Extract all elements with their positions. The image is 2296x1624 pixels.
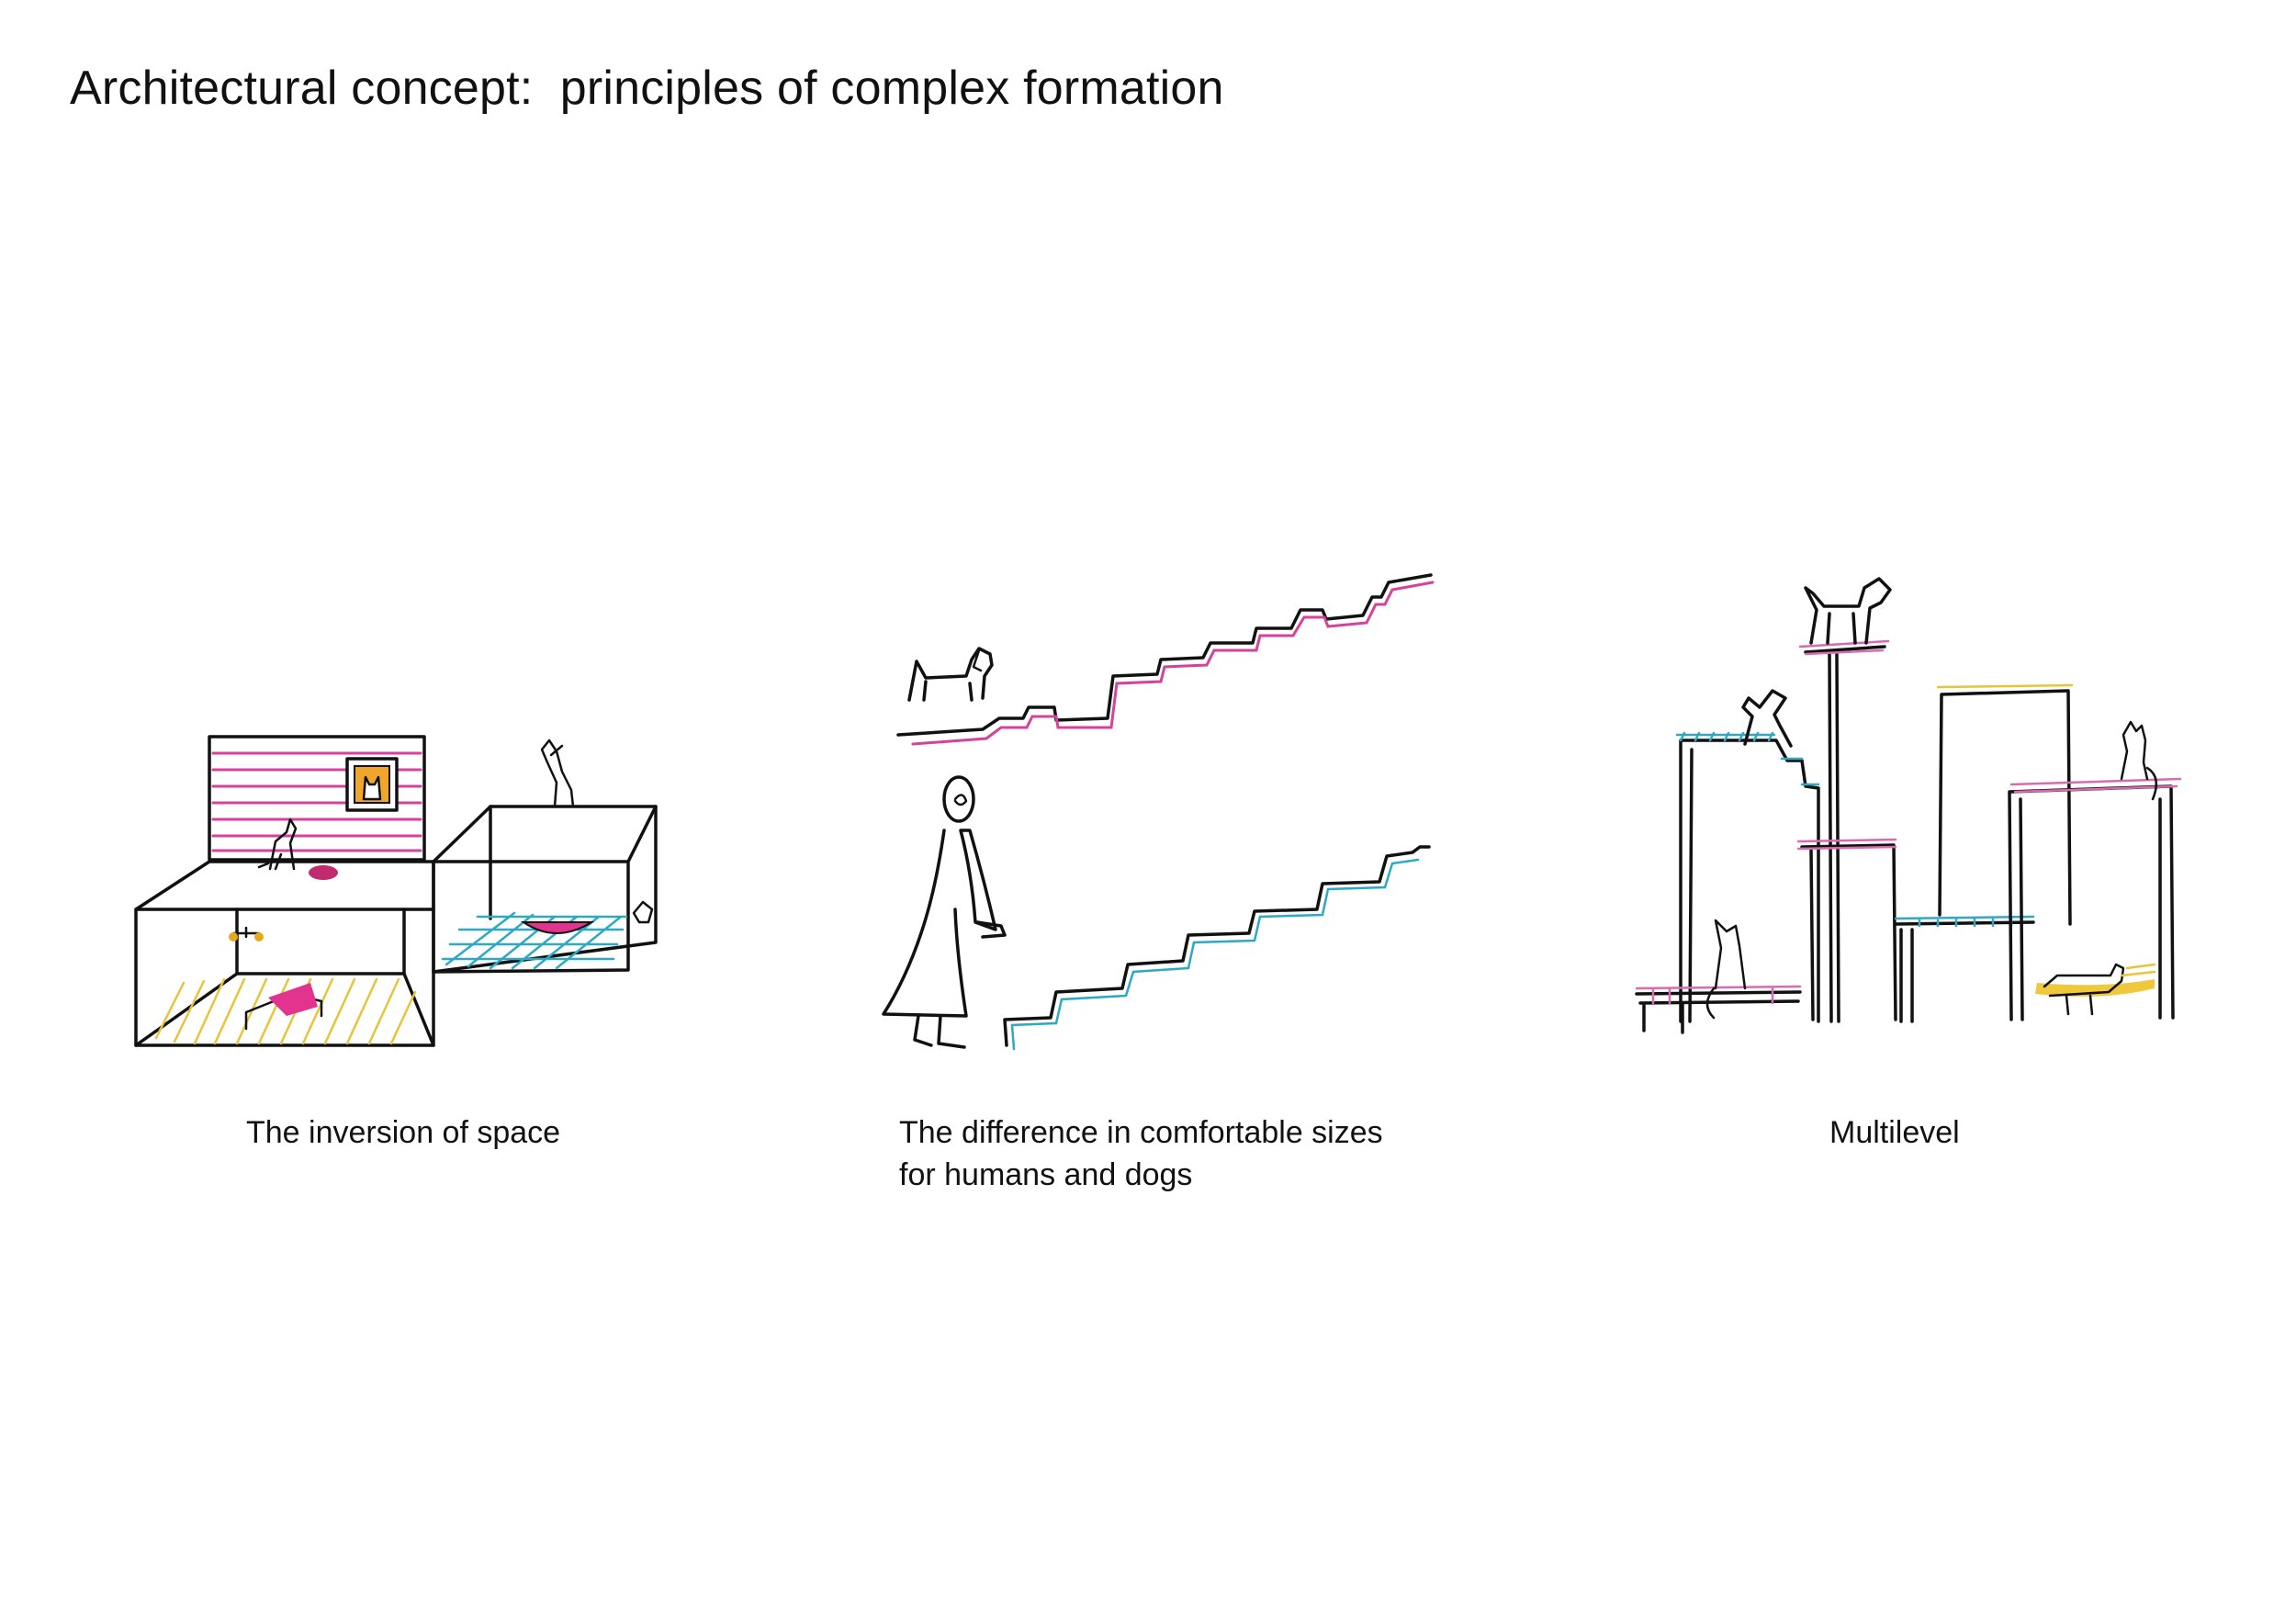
caption-difference-line1: The difference in comfortable sizes [899, 1111, 1383, 1154]
multilevel-illustration [1637, 579, 2180, 1032]
caption-multilevel-line1: Multilevel [1829, 1111, 1960, 1154]
left-room-box [136, 819, 433, 1045]
inversion-of-space-illustration [136, 737, 656, 1045]
human-figure [884, 777, 1005, 1047]
caption-inversion: The inversion of space [246, 1111, 560, 1154]
right-room-box [433, 740, 656, 972]
caption-inversion-line1: The inversion of space [246, 1111, 560, 1154]
caption-multilevel: Multilevel [1829, 1111, 1960, 1154]
human-dog-stairs-illustration [884, 575, 1433, 1049]
caption-difference: The difference in comfortable sizes for … [899, 1111, 1383, 1196]
pink-striped-wall [209, 737, 424, 860]
dog-figure [909, 648, 992, 700]
caption-difference-line2: for humans and dogs [899, 1154, 1383, 1196]
human-stairs [1005, 847, 1429, 1045]
